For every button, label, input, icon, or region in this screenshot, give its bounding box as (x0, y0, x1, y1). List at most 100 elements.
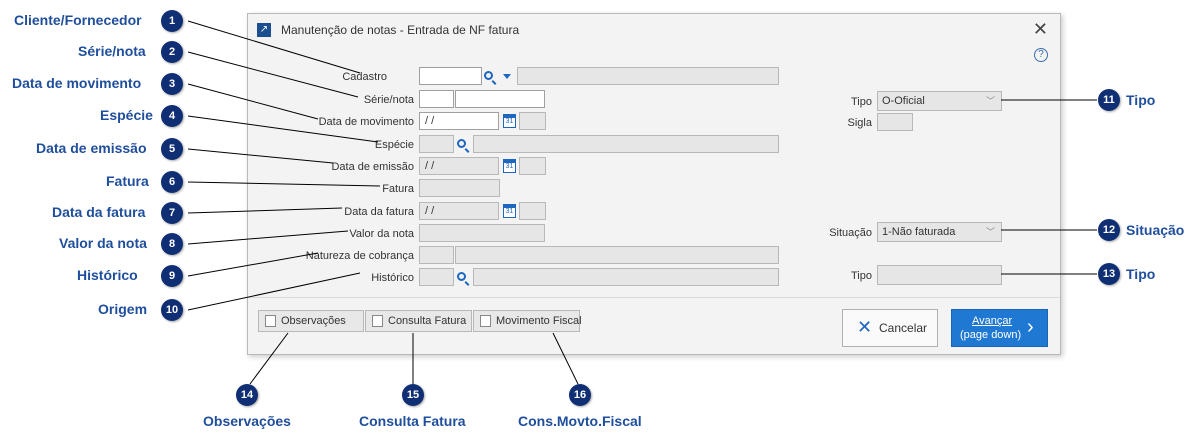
data-movimento-label: Data de movimento (318, 116, 414, 128)
callout-badge-4: 4 (161, 105, 183, 127)
fatura-field[interactable] (419, 179, 500, 197)
movimento-fiscal-button[interactable]: Movimento Fiscal (473, 310, 582, 332)
callout-label-15: Consulta Fatura (359, 413, 466, 429)
chevron-down-icon: ﹀ (985, 227, 995, 237)
observacoes-button[interactable]: Observações (258, 310, 364, 332)
movimento-fiscal-label: Movimento Fiscal (496, 315, 582, 327)
advance-button[interactable]: Avançar (page down) › (951, 309, 1048, 347)
dialog-window: ↗ Manutenção de notas - Entrada de NF fa… (247, 13, 1061, 355)
serie-label: Série/nota (363, 94, 414, 106)
callout-badge-5: 5 (161, 138, 183, 160)
callout-label-8: Valor da nota (59, 235, 147, 251)
situacao-select[interactable]: 1-Não faturada ﹀ (877, 222, 1002, 242)
footer-divider (248, 297, 1060, 298)
historico-label: Histórico (371, 272, 414, 284)
especie-search-icon[interactable] (457, 139, 466, 148)
callout-badge-1: 1 (161, 10, 183, 32)
calendar-icon[interactable]: 31 (503, 159, 516, 173)
edit-icon (265, 315, 276, 327)
callout-badge-3: 3 (161, 73, 183, 95)
callout-label-11: Tipo (1126, 92, 1156, 108)
cadastro-search-icon[interactable] (484, 71, 493, 80)
callout-badge-2: 2 (161, 41, 183, 63)
cancel-label: Cancelar (879, 321, 928, 335)
ledger-icon (480, 315, 491, 327)
callout-label-12: Situação (1126, 222, 1185, 238)
cadastro-label: Cadastro (342, 71, 387, 83)
valor-field[interactable] (419, 224, 545, 242)
especie-code-field[interactable] (419, 135, 454, 153)
callout-badge-11: 11 (1098, 89, 1120, 111)
situacao-label: Situação (829, 227, 872, 239)
natureza-label: Natureza de cobrança (305, 250, 414, 262)
callout-badge-7: 7 (161, 202, 183, 224)
tipo2-label: Tipo (851, 270, 872, 282)
chevron-down-icon: ﹀ (985, 96, 995, 106)
calendar-icon[interactable]: 31 (503, 204, 516, 218)
especie-desc-field (473, 135, 779, 153)
advance-label: Avançar (972, 315, 1013, 327)
sigla-label: Sigla (847, 117, 872, 129)
cadastro-name-field (517, 67, 779, 85)
advance-hint: (page down) (960, 329, 1022, 341)
callout-badge-13: 13 (1098, 263, 1120, 285)
callout-badge-12: 12 (1098, 219, 1120, 241)
app-arrow-icon: ↗ (257, 23, 271, 37)
nota-input[interactable] (455, 90, 545, 108)
natureza-code-field[interactable] (419, 246, 454, 264)
callout-label-7: Data da fatura (52, 204, 146, 220)
sigla-field (877, 113, 913, 131)
tipo-select-value: O-Oficial (882, 95, 925, 107)
callout-badge-8: 8 (161, 233, 183, 255)
observacoes-label: Observações (281, 315, 346, 327)
serie-input[interactable] (419, 90, 454, 108)
callout-label-13: Tipo (1126, 266, 1156, 282)
callout-label-9: Histórico (77, 267, 138, 283)
data-fatura-extra-field (519, 202, 546, 220)
callout-label-10: Origem (98, 301, 148, 317)
historico-search-icon[interactable] (457, 272, 466, 281)
natureza-desc-field (455, 246, 779, 264)
callout-badge-10: 10 (161, 299, 183, 321)
callout-label-16: Cons.Movto.Fiscal (518, 413, 642, 429)
fatura-label: Fatura (382, 183, 414, 195)
calendar-icon[interactable]: 31 (503, 114, 516, 128)
historico-code-field[interactable] (419, 268, 454, 286)
callout-badge-14: 14 (236, 384, 258, 406)
chevron-right-icon: › (1027, 316, 1034, 338)
data-emissao-extra-field (519, 157, 546, 175)
data-emissao-field[interactable]: / / (419, 157, 499, 175)
callout-label-4: Espécie (100, 107, 153, 123)
callout-badge-15: 15 (402, 384, 424, 406)
data-movimento-input[interactable]: / / (419, 112, 499, 130)
tipo-select[interactable]: O-Oficial ﹀ (877, 91, 1002, 111)
data-movimento-extra-field (519, 112, 546, 130)
callout-label-1: Cliente/Fornecedor (14, 12, 142, 28)
callout-label-5: Data de emissão (36, 140, 147, 156)
callout-badge-6: 6 (161, 171, 183, 193)
especie-label: Espécie (374, 139, 414, 151)
callout-badge-16: 16 (569, 384, 591, 406)
tipo-label: Tipo (851, 96, 872, 108)
callout-label-14: Observações (203, 413, 291, 429)
callout-label-3: Data de movimento (12, 75, 142, 91)
tipo2-field (877, 265, 1002, 285)
callout-label-2: Série/nota (78, 43, 146, 59)
consulta-fatura-label: Consulta Fatura (388, 315, 467, 327)
consulta-fatura-button[interactable]: Consulta Fatura (365, 310, 472, 332)
callout-label-6: Fatura (106, 173, 149, 189)
data-fatura-label: Data da fatura (344, 206, 414, 218)
cancel-button[interactable]: ✕ Cancelar (842, 309, 938, 347)
cadastro-code-input[interactable] (419, 67, 482, 85)
help-icon[interactable]: ? (1034, 48, 1048, 62)
data-emissao-label: Data de emissão (331, 161, 414, 173)
historico-desc-field (473, 268, 779, 286)
cadastro-dropdown-icon[interactable] (503, 74, 511, 79)
title-bar: ↗ Manutenção de notas - Entrada de NF fa… (248, 14, 1060, 46)
callout-badge-9: 9 (161, 265, 183, 287)
situacao-select-value: 1-Não faturada (882, 226, 956, 238)
valor-label: Valor da nota (349, 228, 414, 240)
data-fatura-field[interactable]: / / (419, 202, 499, 220)
close-button[interactable]: ✕ (1032, 19, 1048, 39)
close-icon: ✕ (857, 317, 873, 337)
